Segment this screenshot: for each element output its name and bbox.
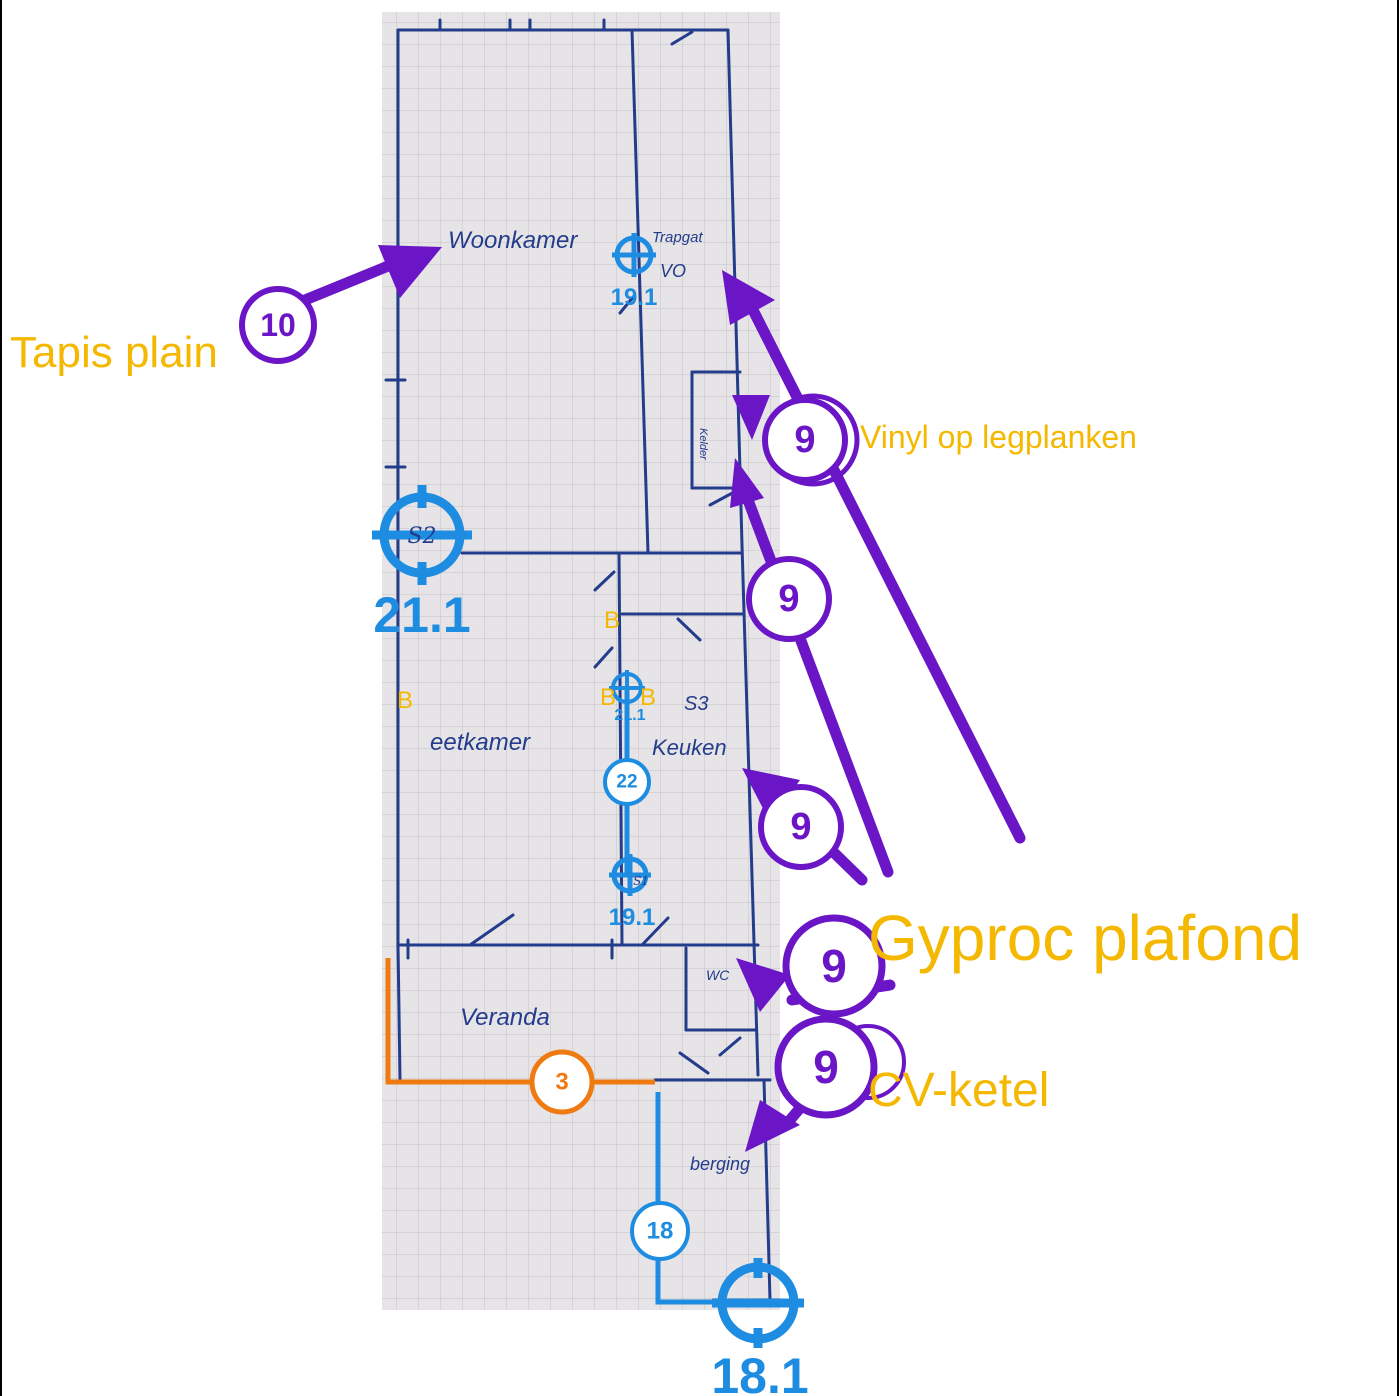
marker-18: 18 — [630, 1201, 690, 1261]
marker-9-berging: 9 — [774, 1015, 906, 1119]
room-label-berging: berging — [690, 1154, 750, 1174]
sensor-s1-label: S1 — [633, 874, 649, 888]
marker-9-vinyl: 9 — [762, 393, 860, 487]
room-label-trapgat: Trapgat — [652, 229, 703, 246]
room-label-eetkamer: eetkamer — [430, 729, 531, 756]
purple-arrows — [299, 245, 1026, 1152]
room-label-s3: S3 — [684, 693, 708, 715]
material-label-gyproc: Gyproc plafond — [868, 902, 1302, 974]
arrow-gyproc-to-trapgat — [722, 270, 1026, 844]
reading-trapgat: 19.1 — [611, 284, 658, 311]
marker-9-kelder-label: 9 — [778, 578, 799, 620]
room-label-kelder: Kelder — [697, 428, 709, 461]
paper-sheet — [382, 12, 780, 1310]
b-marker-hall: B — [604, 607, 620, 634]
room-label-keuken: Keuken — [652, 735, 727, 760]
marker-22-label: 22 — [616, 772, 637, 793]
reading-keuken: 21.1 — [614, 707, 645, 724]
sensor-keuken — [609, 670, 645, 706]
marker-9-vinyl-label: 9 — [794, 419, 815, 461]
room-label-veranda: Veranda — [460, 1004, 550, 1031]
room-label-vo: VO — [660, 261, 686, 281]
sensor-berging — [712, 1258, 804, 1348]
marker-10-label: 10 — [260, 307, 296, 343]
sensor-s1: S1 — [609, 854, 651, 896]
sensor-trapgat — [612, 233, 656, 277]
frame-left-border — [0, 0, 2, 1396]
arrow-tapis-to-woonkamer — [299, 245, 442, 306]
marker-3-label: 3 — [555, 1069, 568, 1096]
room-label-wc: WC — [706, 967, 730, 983]
marker-9-keuken: 9 — [758, 784, 844, 870]
frame-right-border — [1397, 0, 1399, 1396]
material-label-cv-ketel: CV-ketel — [868, 1064, 1049, 1117]
marker-9-kelder: 9 — [746, 556, 832, 642]
purple-markers: 10 9 9 9 9 9 — [239, 286, 906, 1119]
marker-18-label: 18 — [647, 1218, 674, 1245]
marker-9-berging-label: 9 — [813, 1041, 839, 1093]
reading-eetkamer: 19.1 — [609, 904, 656, 931]
marker-9-wc-label: 9 — [821, 940, 847, 992]
b-marker-keuken-2: B — [640, 684, 656, 711]
sensor-s2: S2 — [372, 485, 472, 585]
marker-10: 10 — [239, 286, 317, 364]
arrow-to-kelder-inner — [732, 395, 770, 440]
reading-s2: 21.1 — [373, 587, 470, 643]
marker-9-wc: 9 — [782, 914, 886, 1018]
b-marker-eetkamer: B — [397, 687, 413, 714]
marker-9-keuken-label: 9 — [790, 806, 811, 848]
reading-berging: 18.1 — [711, 1348, 808, 1396]
marker-22: 22 — [603, 758, 651, 806]
room-label-woonkamer: Woonkamer — [448, 227, 578, 254]
sensor-s2-label: S2 — [407, 524, 436, 549]
marker-3: 3 — [529, 1049, 595, 1115]
material-label-vinyl: Vinyl op legplanken — [860, 419, 1137, 455]
material-label-tapis-plain: Tapis plain — [10, 328, 218, 377]
b-marker-keuken-1: B — [600, 684, 616, 711]
